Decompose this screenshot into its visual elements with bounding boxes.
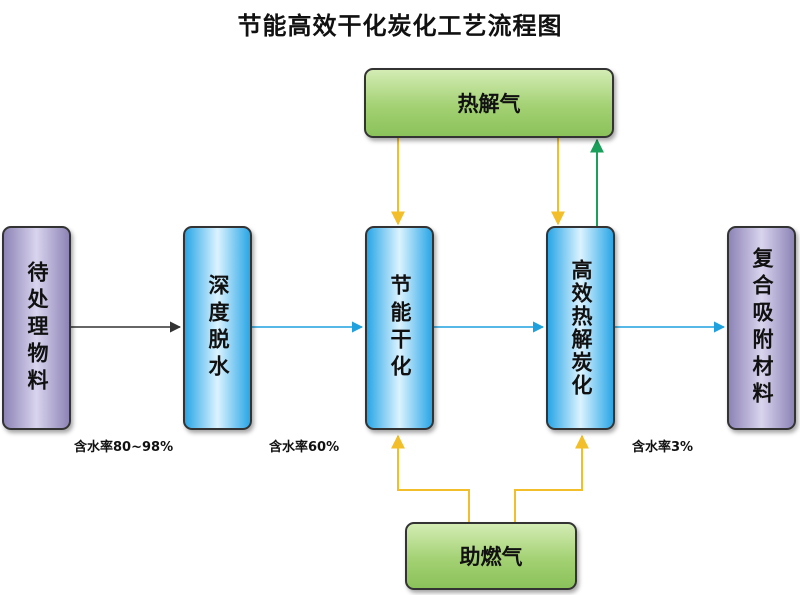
note-moisture-dewatered: 含水率60% (269, 440, 340, 455)
node-carbonization: 高效热解炭化 (546, 226, 615, 430)
node-drying: 节能干化 (365, 226, 434, 430)
node-carbonization-label: 高效热解炭化 (569, 259, 593, 397)
node-pyrolysis-gas-label: 热解气 (457, 92, 521, 116)
node-raw-material-label: 待处理物料 (25, 260, 49, 396)
arrow-auxiliary-gas-to-carbonization (514, 434, 589, 522)
arrow-auxiliary-gas-to-drying (391, 434, 470, 522)
diagram-title: 节能高效干化炭化工艺流程图 (237, 12, 563, 40)
node-auxiliary-fuel-gas-label: 助燃气 (459, 545, 523, 569)
node-dewatering: 深度脱水 (183, 226, 252, 430)
node-dewatering-label: 深度脱水 (206, 274, 230, 382)
node-raw-material: 待处理物料 (2, 226, 71, 430)
node-product: 复合吸附材料 (727, 226, 796, 430)
node-auxiliary-fuel-gas: 助燃气 (405, 522, 577, 590)
note-moisture-raw: 含水率80~98% (74, 440, 174, 455)
node-pyrolysis-gas: 热解气 (364, 68, 614, 138)
node-product-label: 复合吸附材料 (750, 247, 774, 409)
note-moisture-product: 含水率3% (632, 440, 694, 455)
node-drying-label: 节能干化 (388, 274, 412, 382)
